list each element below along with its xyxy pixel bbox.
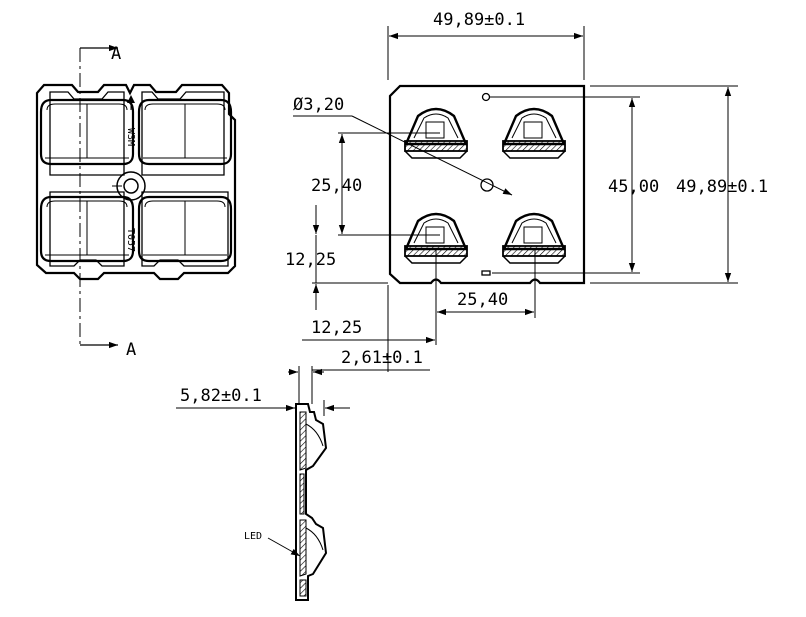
vertical-pitch-label: 25,40 [311, 176, 362, 196]
hole-pitch-label: 45,00 [608, 177, 659, 197]
section-marker-top: A [111, 44, 121, 64]
small-offset-label: 2,61±0.1 [341, 348, 423, 368]
y-offset-label: 12,25 [285, 250, 336, 270]
thickness-label: 5,82±0.1 [180, 386, 262, 406]
horizontal-pitch-label: 25,40 [457, 290, 508, 310]
top-view: 49,89±0.1 49,89±0.1 45,00 Ø3,20 25,40 12… [285, 10, 768, 372]
center-pin-hole-top [480, 178, 494, 192]
front-view: W3M T057 A A [35, 44, 237, 360]
pin-leader-line [351, 115, 513, 196]
x-offset-label: 12,25 [311, 318, 362, 338]
part-mark-top: W3M [125, 128, 136, 146]
led-leader-line [267, 537, 301, 557]
width-dimension-label: 49,89±0.1 [433, 10, 525, 30]
led-label: LED [244, 531, 262, 542]
pin-diameter-label: Ø3,20 [293, 95, 344, 115]
height-dimension-label: 49,89±0.1 [676, 177, 768, 197]
section-marker-bottom: A [126, 340, 136, 360]
center-pin-hole [123, 178, 139, 194]
side-view-profile [295, 403, 328, 601]
part-mark-bottom: T057 [125, 228, 136, 252]
top-view-outline [388, 84, 586, 285]
side-view: 5,82±0.1 LED [176, 366, 350, 601]
